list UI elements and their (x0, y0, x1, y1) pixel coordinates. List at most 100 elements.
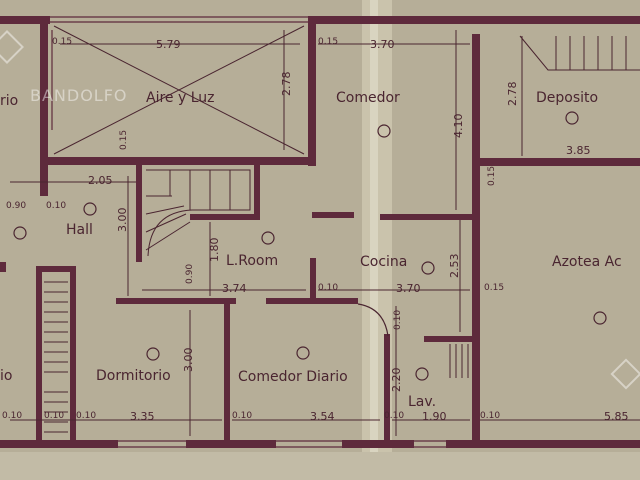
wall-closet-top (36, 266, 76, 272)
dim-label: 3.70 (370, 38, 395, 51)
dim-label: 3.00 (182, 348, 195, 373)
fixture-icon (83, 202, 97, 216)
watermark-text: BANDOLFO (30, 86, 128, 105)
room-label-lavadero: Lav. (408, 394, 436, 410)
stair-step (145, 205, 185, 215)
dim-label: 3.35 (130, 410, 155, 423)
wall-lav-top (424, 336, 476, 342)
dim-label: 2.05 (88, 174, 113, 187)
watermark-diamond-icon (610, 358, 640, 390)
fixture-icon (421, 261, 435, 275)
room-label-deposito: Deposito (536, 90, 598, 106)
wall-top-left (0, 16, 50, 24)
room-label-living-room: L.Room (226, 253, 278, 269)
main-stair (145, 169, 251, 257)
wall-bottom-b (186, 440, 276, 448)
dim-label: 0.15 (318, 37, 338, 47)
dim-label: 2.78 (506, 82, 519, 107)
wall-cocina-top-b (380, 214, 474, 220)
deposito-stair-outline (519, 35, 640, 71)
dim-label: 4.10 (452, 114, 465, 139)
wall-lroom-right (310, 258, 316, 302)
dim-label: 3.70 (396, 282, 421, 295)
lav-slats (449, 344, 469, 378)
watermark-diamond-icon (0, 30, 24, 64)
dim-label: 2.20 (390, 368, 403, 393)
room-label-comedor-diario: Comedor Diario (238, 369, 348, 385)
fixture-icon (261, 231, 275, 245)
room-label-dormitorio: Dormitorio (96, 368, 171, 384)
wall-stair-bottom (190, 214, 260, 220)
dim-label: 0.10 (46, 201, 66, 211)
wall-closet-left (36, 266, 42, 444)
fixture-icon (415, 367, 429, 381)
wall-left-a (40, 16, 48, 196)
wall-dorm-right (224, 298, 230, 444)
dim-label: 0.10 (44, 411, 64, 421)
deposito-stair (519, 35, 640, 71)
room-label-left-partial: io (0, 368, 12, 384)
stair-outline (146, 169, 251, 257)
dim-label: 2.53 (448, 254, 461, 279)
dim-label: 2.78 (280, 72, 293, 97)
dim-label: 0.15 (487, 166, 497, 186)
dim-label: 3.54 (310, 410, 335, 423)
dim-label: 5.79 (156, 38, 181, 51)
wall-deposito-bottom (478, 158, 640, 166)
dim-label: 0.15 (119, 130, 129, 150)
room-label-cocina: Cocina (360, 254, 407, 270)
room-label-aire-y-luz: Aire y Luz (146, 90, 215, 106)
paper-fold-highlight (370, 0, 378, 480)
fixture-icon (13, 226, 27, 240)
wall-stair-right (254, 162, 260, 220)
room-label-hall: Hall (66, 222, 93, 238)
dim-label: 0.10 (2, 411, 22, 421)
fixture-icon (593, 311, 607, 325)
paper-bottom-margin (0, 452, 640, 480)
dim-label: 3.85 (566, 144, 591, 157)
fixture-icon (296, 346, 310, 360)
dim-label: 0.90 (6, 201, 26, 211)
dim-label: 0.10 (232, 411, 252, 421)
aire-diagonal-2 (53, 25, 305, 155)
wall-aire-right (308, 16, 316, 166)
dim-label: 0.10 (393, 310, 403, 330)
dim-label: 0.10 (76, 411, 96, 421)
wall-bottom-d (446, 440, 640, 448)
dim-label: 0.10 (318, 283, 338, 293)
dim-label: 1.90 (422, 410, 447, 423)
dim-label: 5.85 (604, 410, 629, 423)
closet-slats (44, 281, 68, 433)
wall-deposito-left (472, 34, 480, 446)
fixture-icon (377, 124, 391, 138)
stair-step (145, 213, 187, 233)
wall-cocina-top-a (312, 212, 354, 218)
watermark-logo: BANDOLFO (0, 30, 640, 390)
dim-label: 0.10 (480, 411, 500, 421)
ink-lines (10, 25, 640, 436)
dim-label: 0.10 (384, 411, 404, 421)
wall-dorm-top (116, 298, 236, 304)
stair-step (145, 221, 191, 251)
dim-label: 0.15 (484, 283, 504, 293)
wall-top-right (308, 16, 640, 24)
dim-label: 0.15 (52, 37, 72, 47)
room-label-azotea: Azotea Ac (552, 254, 622, 270)
room-label-living-partial: rio (0, 93, 18, 109)
wall-aire-bottom (40, 157, 316, 165)
light-fixtures (13, 111, 607, 381)
walls (0, 16, 640, 448)
fixture-icon (146, 347, 160, 361)
fixture-icon (565, 111, 579, 125)
wall-left-stub (0, 262, 6, 272)
wall-bottom-c (342, 440, 414, 448)
dim-label: 1.80 (208, 238, 221, 263)
dim-label: 3.00 (116, 208, 129, 233)
dim-label: 0.90 (185, 264, 195, 284)
wall-lav-left (384, 334, 390, 446)
wall-closet-right (70, 266, 76, 444)
wall-diario-top (266, 298, 358, 304)
dim-label: 3.74 (222, 282, 247, 295)
